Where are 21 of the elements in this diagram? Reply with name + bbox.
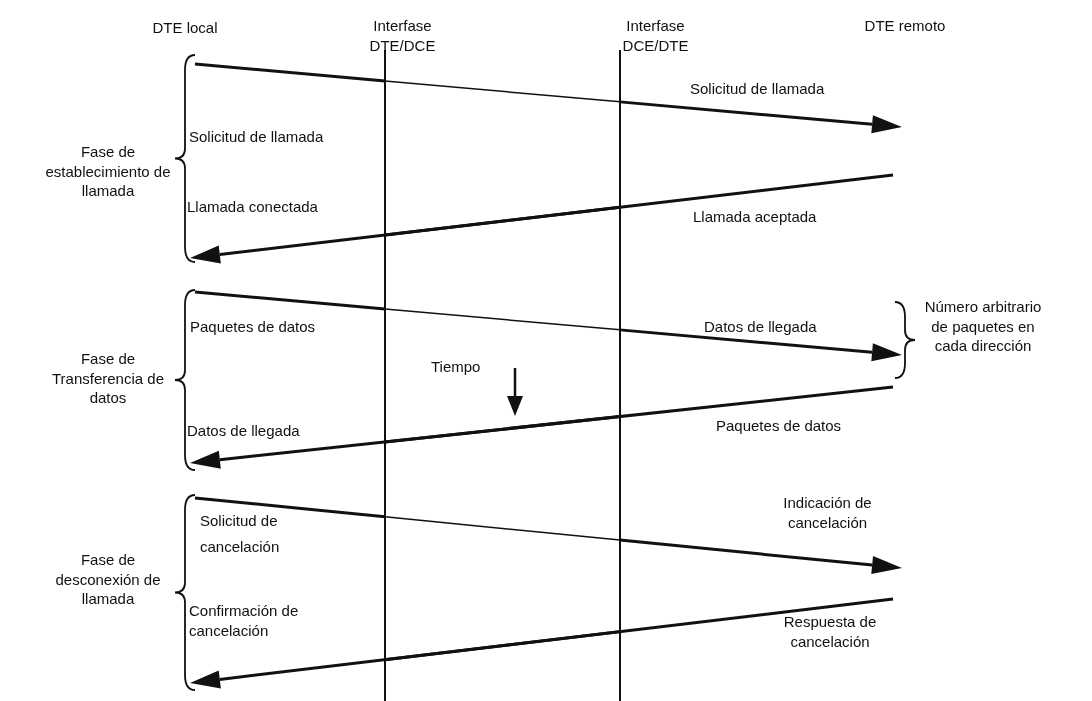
axis-label: Tiempo [431, 357, 482, 377]
message-label: Solicitud de llamada [189, 127, 325, 147]
column-header: Interfase DCE/DTE [621, 16, 690, 55]
message-label: Llamada conectada [187, 197, 319, 217]
phase-label: Fase de Transferencia de datos [51, 349, 165, 408]
column-header: DTE remoto [863, 16, 947, 36]
message-label: Paquetes de datos [716, 416, 843, 436]
message-label: Confirmación de cancelación [189, 601, 300, 640]
note: Número arbitrario de paquetes en cada dirección [923, 297, 1043, 356]
column-header: DTE local [151, 18, 219, 38]
message-label: Datos de llegada [704, 317, 818, 337]
message-label: Indicación de cancelación [782, 493, 873, 532]
message-label: Respuesta de cancelación [782, 612, 878, 651]
message-label: Llamada aceptada [693, 207, 818, 227]
phase-label: Fase de establecimiento de llamada [44, 142, 172, 201]
message-label: Datos de llegada [187, 421, 301, 441]
phase-label: Fase de desconexión de llamada [54, 550, 162, 609]
message-label: Paquetes de datos [190, 317, 317, 337]
column-header: Interfase DTE/DCE [368, 16, 437, 55]
message-label: Solicitud de llamada [690, 79, 826, 99]
message-label: Solicitud de cancelación [200, 511, 281, 557]
